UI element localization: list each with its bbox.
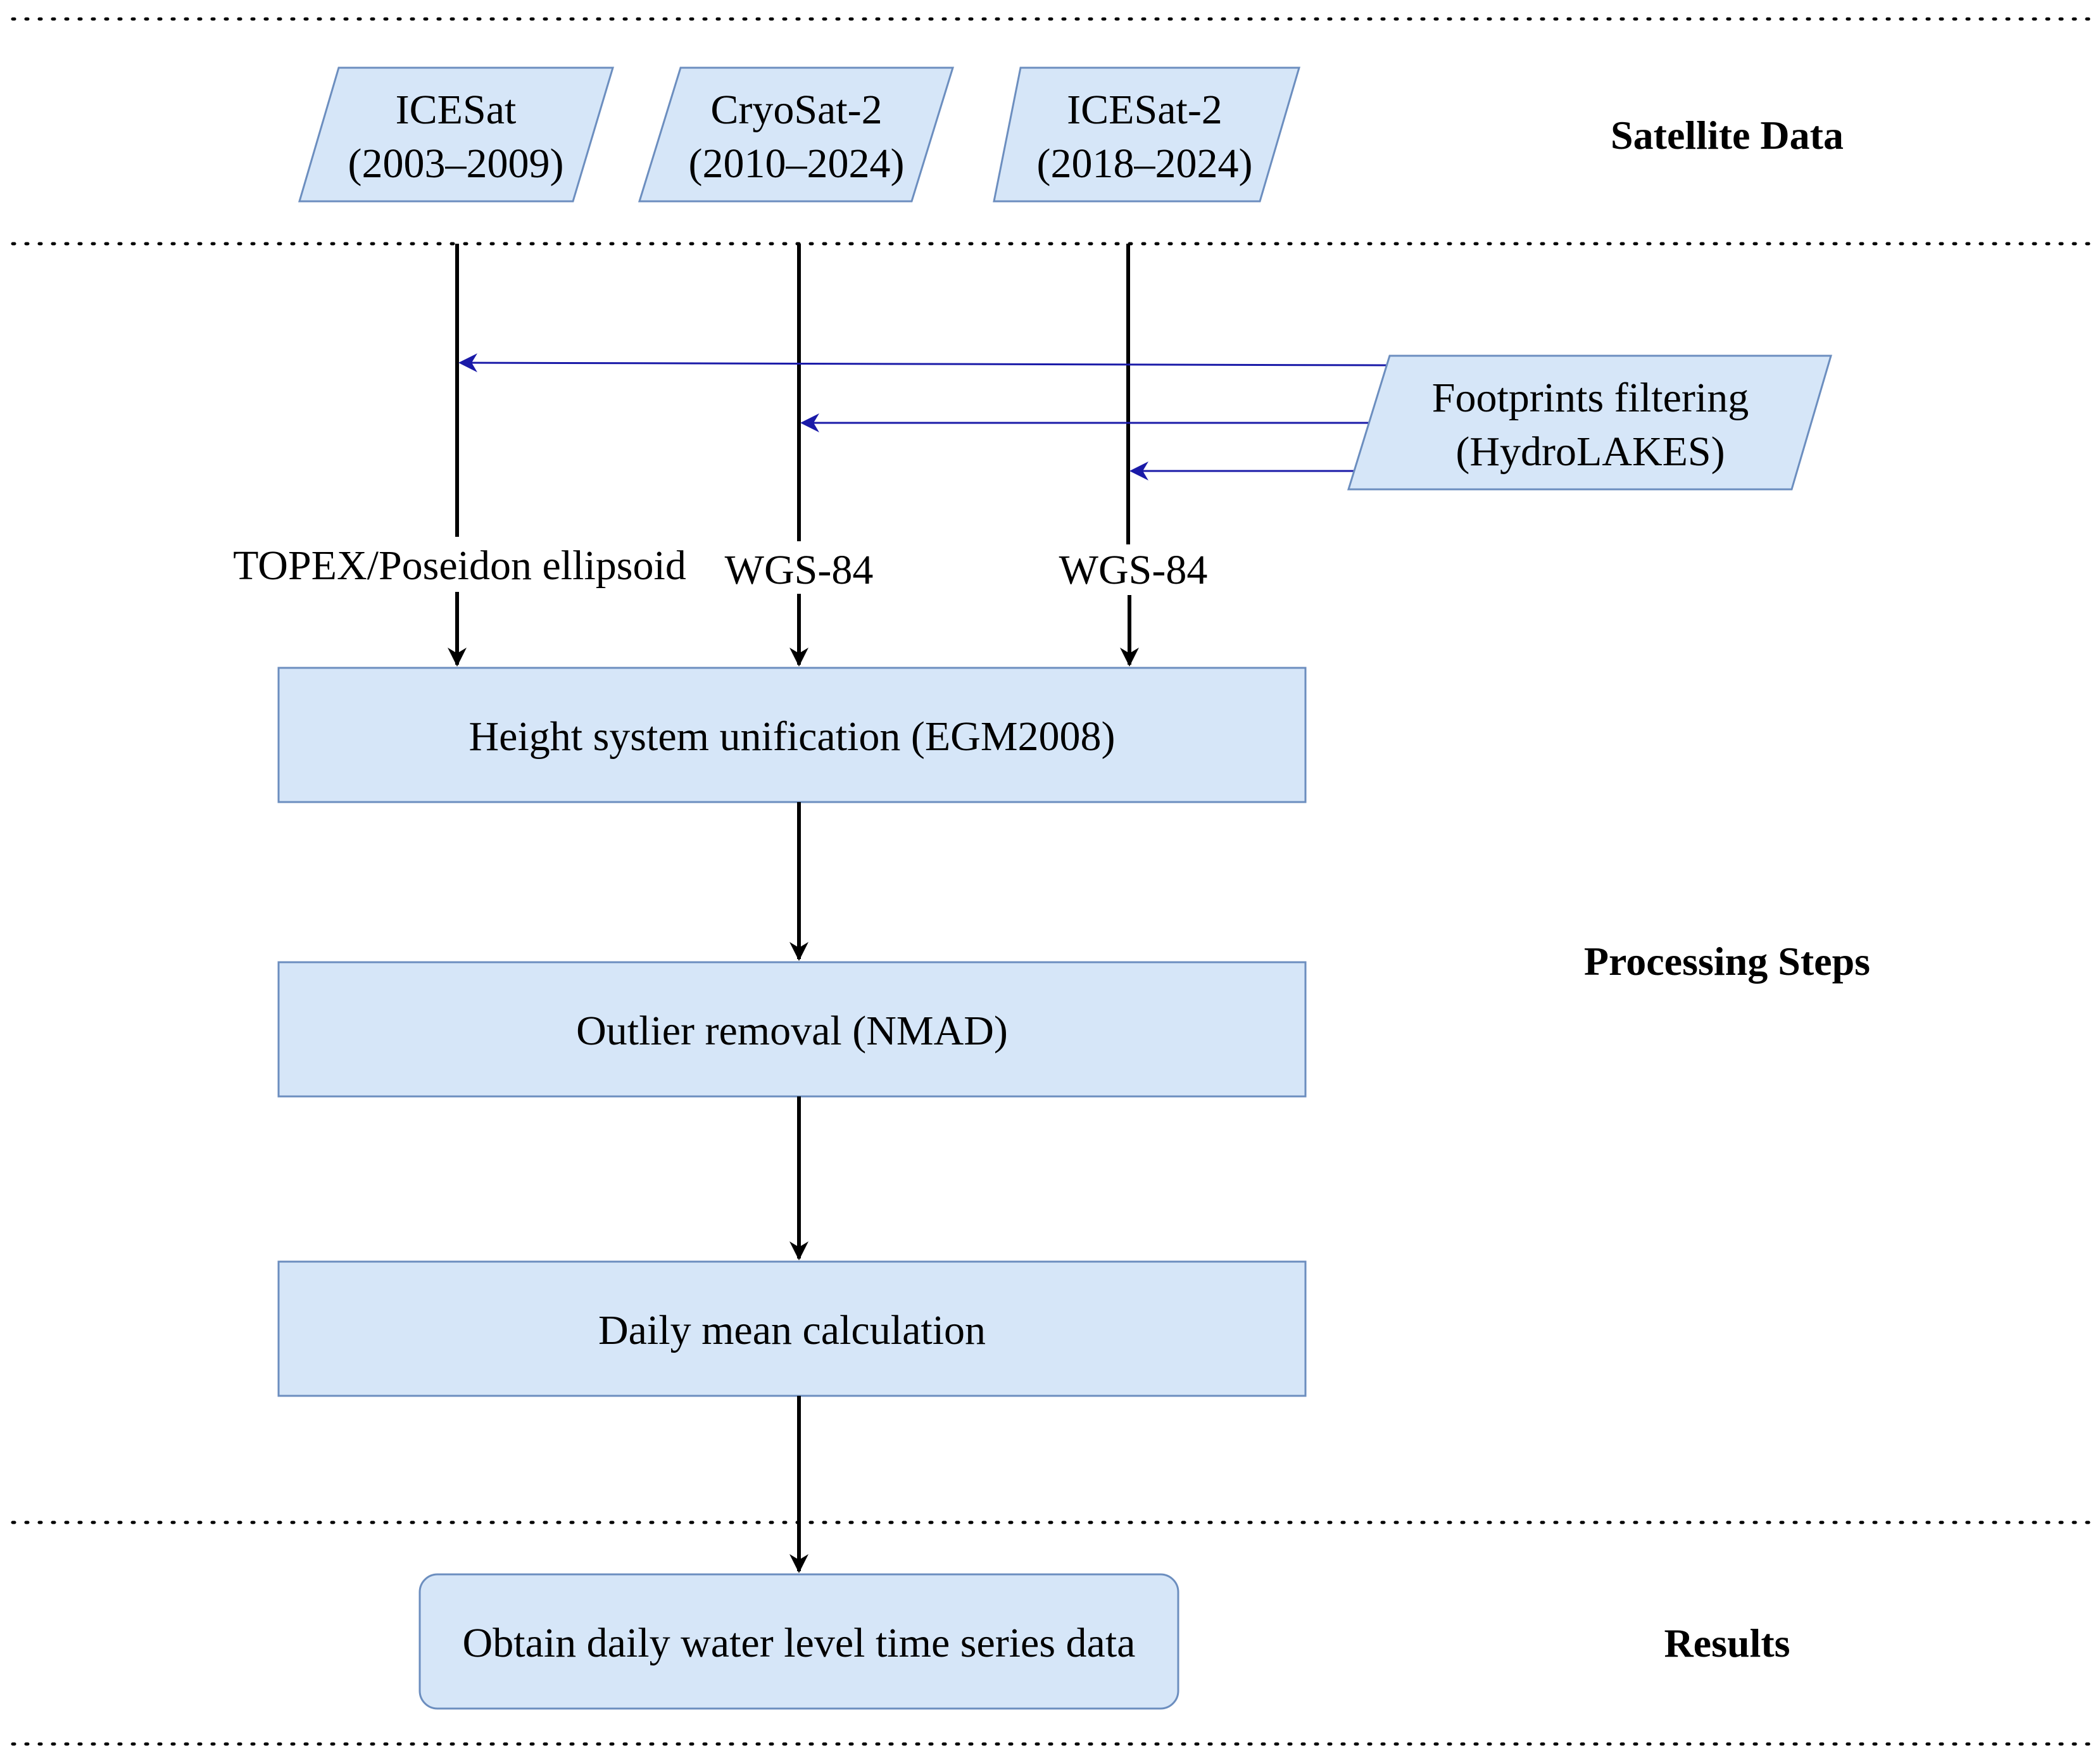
section-label-satellite-data: Satellite Data <box>1611 113 1844 158</box>
section-label-results: Results <box>1664 1621 1790 1666</box>
satellite-box-icesat <box>298 66 615 203</box>
satellite-name-icesat2: ICESat-2 <box>1067 87 1223 133</box>
section-label-processing-steps: Processing Steps <box>1584 939 1870 984</box>
satellite-period-icesat2: (2018–2024) <box>1037 141 1253 187</box>
satellite-period-icesat: (2003–2009) <box>348 141 564 187</box>
satellite-name-cryosat2: CryoSat-2 <box>710 87 882 133</box>
satellite-box-cryosat2 <box>638 66 955 203</box>
step-label-height-unification: Height system unification (EGM2008) <box>468 713 1115 760</box>
result-label: Obtain daily water level time series dat… <box>463 1620 1136 1666</box>
satellite-period-cryosat2: (2010–2024) <box>689 141 905 187</box>
step-box-daily-mean <box>277 1260 1307 1397</box>
filter-label-line2: (HydroLAKES) <box>1456 429 1725 475</box>
step-box-height-unification <box>277 667 1307 803</box>
filter-label-line1: Footprints filtering <box>1432 375 1749 421</box>
datum-label-icesat2: WGS-84 <box>1059 547 1208 593</box>
step-box-outlier-removal <box>277 961 1307 1098</box>
filter-box-hydrolakes <box>1347 354 1833 491</box>
step-label-outlier-removal: Outlier removal (NMAD) <box>576 1008 1008 1054</box>
result-box <box>418 1573 1179 1710</box>
filter-arrow-to-icesat <box>458 353 1388 373</box>
satellite-box-icesat2 <box>993 66 1301 203</box>
datum-label-icesat: TOPEX/Poseidon ellipsoid <box>233 543 686 589</box>
satellite-name-icesat: ICESat <box>396 87 517 133</box>
step-label-daily-mean: Daily mean calculation <box>598 1307 986 1353</box>
datum-label-cryosat2: WGS-84 <box>725 547 874 593</box>
